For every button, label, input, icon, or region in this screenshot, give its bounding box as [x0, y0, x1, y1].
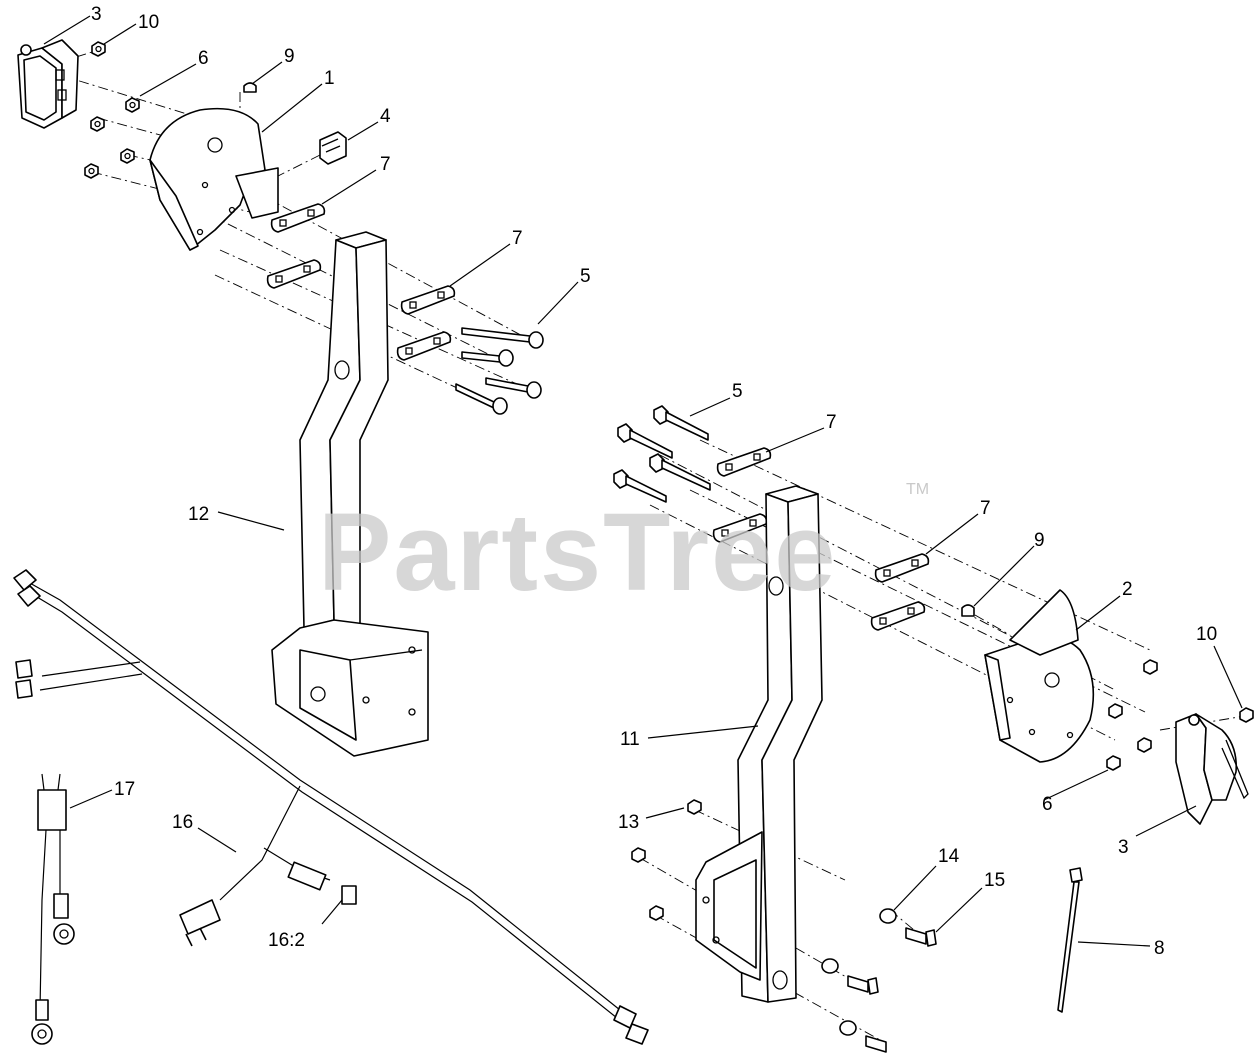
callout-6-right: 6 [1042, 794, 1053, 815]
callout-5-top: 5 [580, 266, 591, 287]
callout-10-right: 10 [1196, 624, 1217, 645]
callout-11: 11 [620, 729, 640, 750]
bracket-1 [149, 107, 279, 251]
callout-7-c: 7 [826, 412, 837, 433]
callout-10-top: 10 [138, 12, 159, 33]
callout-3-right: 3 [1118, 837, 1129, 858]
callout-7-d: 7 [980, 498, 991, 519]
callout-6-top: 6 [198, 48, 209, 69]
nuts-right [1106, 659, 1254, 771]
spacer-plates-left [266, 203, 456, 361]
callout-17: 17 [114, 779, 135, 800]
bolts-right [613, 405, 711, 503]
callout-labels: 3 10 6 9 1 4 7 7 5 12 5 7 7 9 2 10 11 6 … [91, 4, 1217, 959]
switch-4 [319, 131, 347, 165]
headlight-top-left [17, 39, 79, 129]
callout-16: 16 [172, 812, 193, 833]
nut-10-top [91, 41, 106, 57]
callout-5-mid: 5 [732, 381, 743, 402]
spacer-plates-right [712, 447, 930, 631]
callout-4: 4 [380, 106, 391, 127]
callout-13: 13 [618, 812, 639, 833]
callout-7-a: 7 [380, 154, 391, 175]
fuse-holder-17 [31, 773, 75, 1045]
wire-harness [13, 569, 649, 1045]
cable-tie-8 [1057, 867, 1083, 1013]
bolts-left [455, 327, 544, 415]
screw-9-right [961, 604, 975, 617]
callout-8: 8 [1154, 938, 1165, 959]
callout-9-top: 9 [284, 46, 295, 67]
callout-1: 1 [324, 68, 335, 89]
callout-7-b: 7 [512, 228, 523, 249]
callout-12: 12 [188, 504, 209, 525]
callout-3-top: 3 [91, 4, 102, 25]
nuts-left [84, 97, 140, 179]
callout-9-right: 9 [1034, 530, 1045, 551]
post-11 [695, 485, 823, 1003]
callout-15: 15 [984, 870, 1005, 891]
callout-16-2: 16:2 [268, 930, 305, 951]
callout-2: 2 [1122, 579, 1133, 600]
watermark-trademark: TM [906, 481, 929, 498]
post-12 [271, 231, 429, 757]
leader-lines [43, 15, 1243, 947]
callout-14: 14 [938, 846, 960, 867]
headlight-right [1175, 713, 1249, 825]
watermark-text: PartsTree [318, 491, 837, 614]
watermark: PartsTree TM [318, 481, 929, 614]
bracket-2 [984, 589, 1095, 763]
screw-9-top [243, 82, 257, 93]
hardware-lower [631, 799, 937, 1053]
